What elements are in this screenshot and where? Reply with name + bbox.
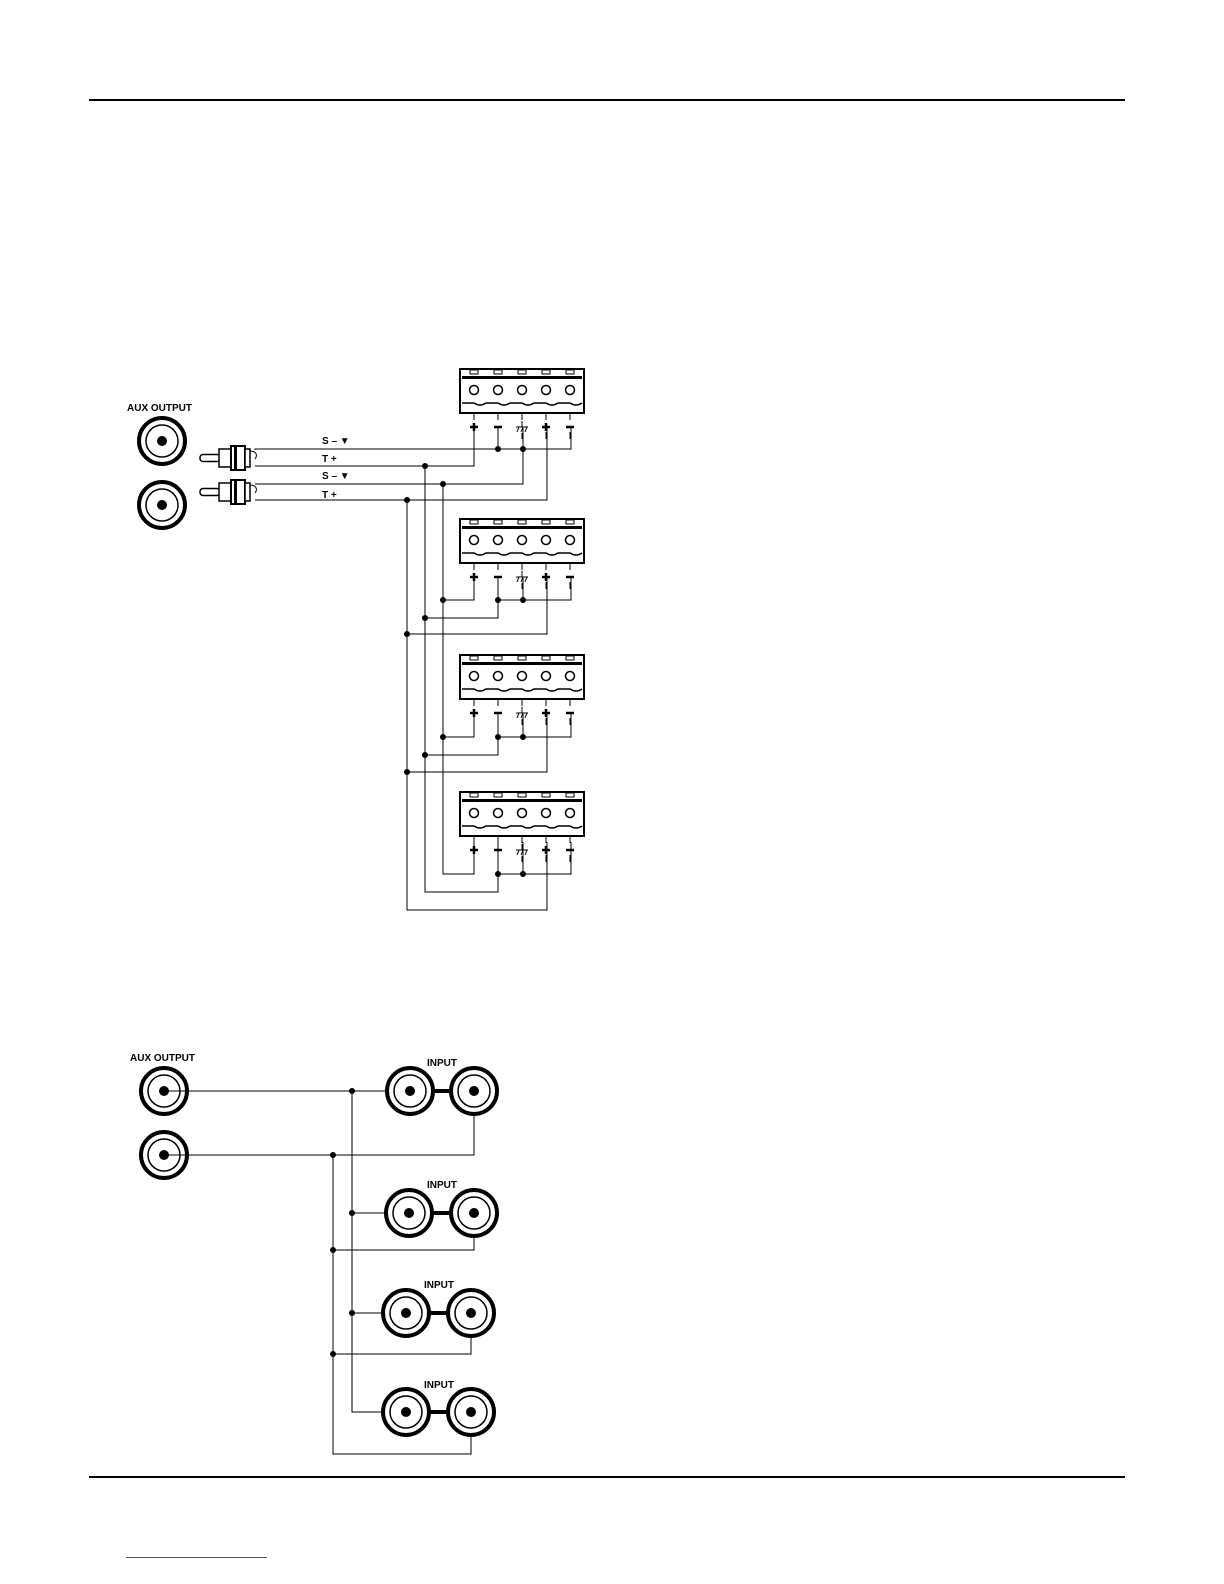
- input-label-2: INPUT: [427, 1180, 457, 1191]
- input-jack-1b: [451, 1068, 497, 1114]
- aux-output-jack-bottom: [139, 482, 185, 528]
- input-label-1: INPUT: [427, 1058, 457, 1069]
- rca-plug-2: [200, 480, 256, 504]
- input-jack-4a: [383, 1389, 429, 1435]
- rca-plug-1: [200, 446, 256, 470]
- wire-label-s1: S – ▼: [322, 436, 350, 447]
- input-jack-3a: [383, 1290, 429, 1336]
- input-jack-1a: [387, 1068, 433, 1114]
- junction-dots-d2: [330, 1088, 355, 1357]
- wire-label-s2: S – ▼: [322, 471, 350, 482]
- input-jack-2a: [386, 1190, 432, 1236]
- wire-label-t2: T +: [322, 490, 337, 501]
- input-jack-2b: [451, 1190, 497, 1236]
- input-label-3: INPUT: [424, 1280, 454, 1291]
- wire-label-t1: T +: [322, 454, 337, 465]
- terminal-block-3: [460, 655, 584, 725]
- input-jack-3b: [448, 1290, 494, 1336]
- terminal-block-4: [460, 792, 584, 862]
- aux-output-label-2: AUX OUTPUT: [130, 1053, 195, 1064]
- aux-output-jack-top: [139, 418, 185, 464]
- input-pair-bridges: [429, 1091, 451, 1412]
- aux-output-label-1: AUX OUTPUT: [127, 403, 192, 414]
- terminal-block-1: [460, 369, 584, 439]
- footer-rule: [89, 1476, 1125, 1478]
- terminal-block-2: [460, 519, 584, 589]
- input-jack-4b: [448, 1389, 494, 1435]
- footer-link-underline: [126, 1557, 267, 1558]
- input-label-4: INPUT: [424, 1380, 454, 1391]
